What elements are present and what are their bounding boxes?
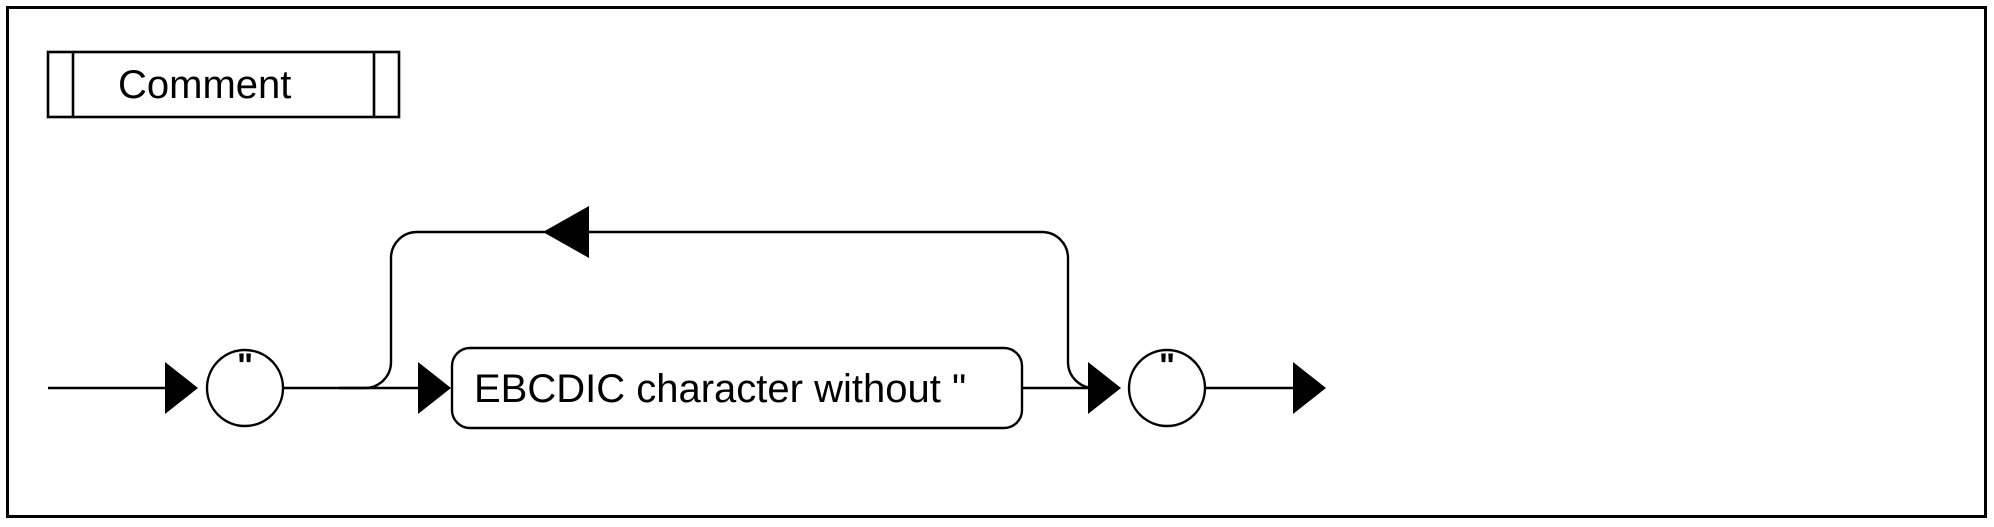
- terminal-open-quote: ": [205, 347, 285, 428]
- exit-arrow-icon: [1293, 362, 1326, 414]
- title-box-outline: [46, 50, 401, 119]
- open-quote-label: ": [237, 347, 253, 385]
- entry-arrow-icon: [165, 362, 198, 414]
- ebcdic-box-label: EBCDIC character without ": [474, 367, 966, 411]
- into-close-quote-arrow-icon: [1088, 362, 1121, 414]
- diagram-title: Comment: [118, 63, 291, 107]
- loop-left-riser: [339, 230, 418, 390]
- nonterminal-ebcdic-character: EBCDIC character without ": [450, 346, 1024, 430]
- close-quote-label: ": [1159, 347, 1175, 385]
- into-box-arrow-icon: [418, 362, 451, 414]
- title-box: Comment: [46, 50, 401, 119]
- terminal-close-quote: ": [1127, 347, 1207, 428]
- loop-right-riser: [1041, 230, 1095, 390]
- loop-back-arrow-icon: [543, 206, 589, 258]
- diagram-frame: [6, 6, 1987, 518]
- repeat-loop-path: [339, 206, 1095, 390]
